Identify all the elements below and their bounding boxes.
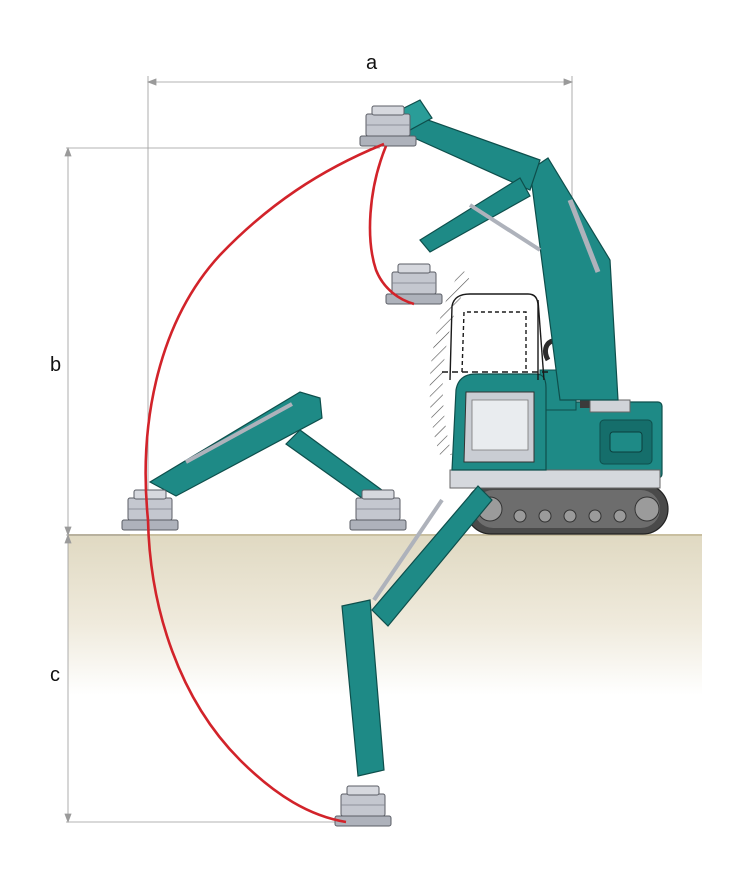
raised-cab-outline (442, 293, 552, 381)
excavator-icon (449, 338, 663, 489)
cab-icon (451, 373, 547, 471)
boom-deep (341, 485, 493, 777)
working-range-curves (144, 142, 415, 824)
height-dimension-label: b (50, 354, 62, 376)
attachment-head-icon (385, 263, 443, 305)
dimension-lines (64, 76, 574, 824)
crawler-track-icon (465, 483, 669, 535)
boom-raised (391, 99, 619, 401)
reach-dimension-label: a (366, 52, 378, 74)
boom-horizontal (148, 391, 391, 509)
attachment-head-icon (334, 785, 392, 827)
attachment-head-icon (121, 489, 179, 531)
clearance-zone (429, 268, 470, 455)
depth-dimension-label: c (50, 664, 60, 686)
